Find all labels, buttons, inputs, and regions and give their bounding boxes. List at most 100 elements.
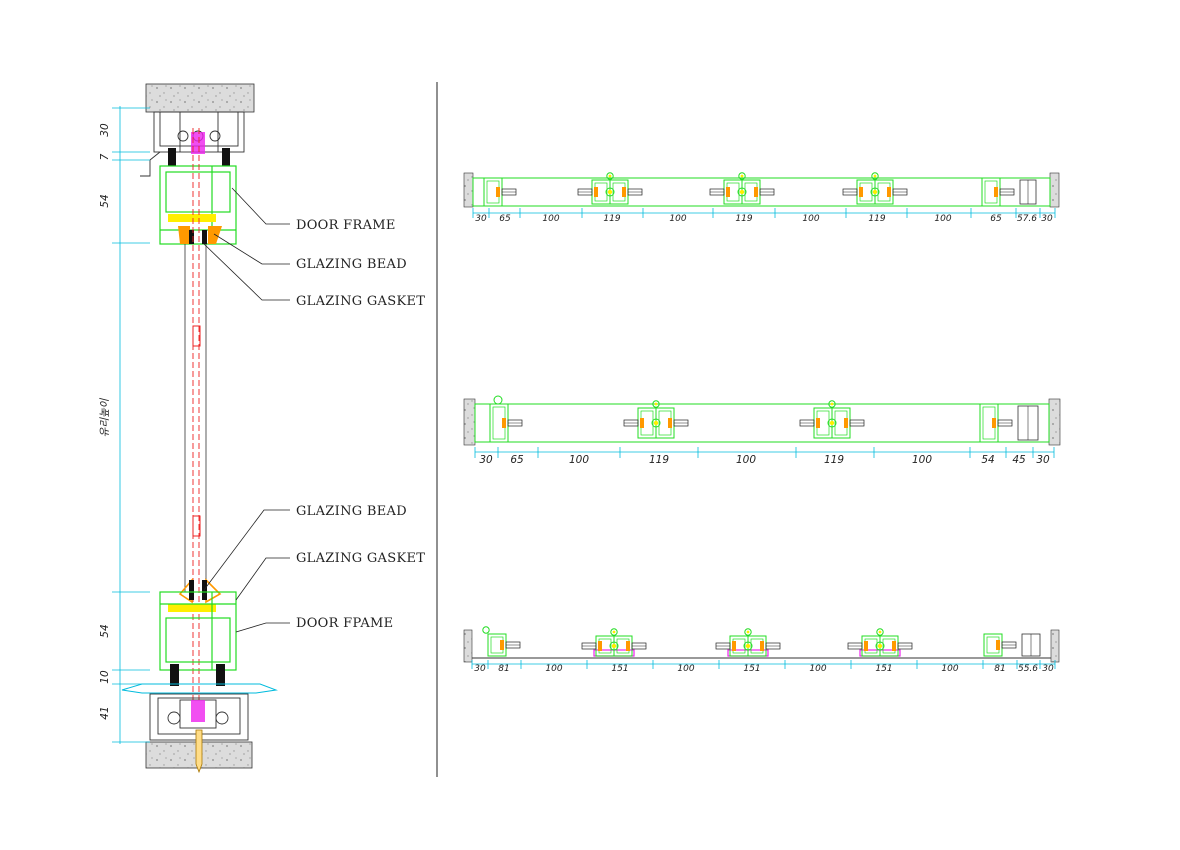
plan-3-ticks <box>471 660 1056 669</box>
plan-3-wall-left <box>463 629 473 663</box>
plan-3-dim-6: 151 <box>743 664 760 674</box>
top-glass-gasket <box>189 230 194 244</box>
plan-3-stile-2-pin <box>744 628 752 636</box>
dim-v-7: 41 <box>99 706 111 719</box>
callout-glazing-bead-bottom: GLAZING BEAD <box>296 504 407 519</box>
bottom-gasket-right <box>216 664 225 686</box>
dim-v-3: 54 <box>99 194 111 207</box>
plan-1-dims: 30 65 100 119 100 119 100 119 100 65 57.… <box>475 214 1053 224</box>
plan-2-stile-1-roller <box>651 418 661 428</box>
plan-3-stile-1-right-bead <box>626 641 630 651</box>
plan-1-stile-1-pin-core <box>608 174 612 178</box>
plan-3-dims: 30 81 100 151 100 151 100 151 100 81 55.… <box>474 664 1054 674</box>
plan-3-stile-1-left-bead <box>598 641 602 651</box>
plan-3-wall-right <box>1050 629 1060 663</box>
plan-2-dim-6: 119 <box>824 454 844 466</box>
bottom-gasket-left <box>170 664 179 686</box>
plan-3-stile-3-pin-core <box>878 630 882 634</box>
plan-2-frames <box>489 395 1039 443</box>
setting-block-bottom <box>192 515 201 537</box>
plan-3-dim-3: 100 <box>545 664 562 674</box>
plan-2-stile-1-right-bead <box>668 418 672 428</box>
plan-1-stile-2-pin-core <box>740 174 744 178</box>
plan-1-dim-5: 100 <box>669 214 686 224</box>
plan-3-stile-3-roller <box>875 641 885 651</box>
plan-1-stile-3-roller <box>870 187 880 197</box>
plan-1-ticks <box>472 208 1056 218</box>
plan-2-stile-1-pin <box>652 400 660 408</box>
centerline <box>192 128 200 700</box>
dim-v-5: 54 <box>99 624 111 637</box>
plan-1-wall-left <box>463 172 474 208</box>
plan-1-stile-3-right-bead <box>887 187 891 197</box>
plan-1-dim-1: 30 <box>475 214 487 224</box>
plan-2-dim-4: 119 <box>649 454 669 466</box>
top-wall <box>145 83 255 113</box>
plan-2-stile-1-left-bead <box>640 418 644 428</box>
top-bead-yellow <box>168 214 216 222</box>
plan-2-wall-left <box>463 398 476 446</box>
plan-2-dim-5: 100 <box>736 454 756 466</box>
plan-3-stile-3-left-bead <box>864 641 868 651</box>
anchor-screw <box>195 729 203 774</box>
plan-3-stile-2-pin-core <box>746 630 750 634</box>
plan-3-dim-7: 100 <box>809 664 826 674</box>
plan-1-stile-3-roller-core <box>872 189 878 195</box>
plan-1-stile-1-pin <box>606 172 614 180</box>
plan-1-dim-7: 100 <box>802 214 819 224</box>
dim-v-2: 7 <box>99 153 111 160</box>
plan-2-dim-8: 54 <box>981 454 994 466</box>
plan-3-dim-10: 81 <box>994 664 1005 674</box>
plan-2-jamb-left-bead <box>502 418 506 428</box>
plan-2-stile-2-left-bead <box>816 418 820 428</box>
plan-2-dim-1: 30 <box>479 454 493 466</box>
plan-1-frames <box>483 172 1037 207</box>
plan-2-stile-1-roller-core <box>653 420 659 426</box>
top-glass-gasket-2 <box>202 230 207 244</box>
callout-door-frame-bottom: DOOR FPAME <box>296 616 393 631</box>
setting-block-top <box>192 325 201 347</box>
plan-3-stile-2-left-bead <box>732 641 736 651</box>
vertical-section: 30 7 54 유리높이 54 10 41 DOOR FRAME GLAZING… <box>99 83 425 774</box>
plan-1-stile-2-roller <box>737 187 747 197</box>
dim-v-glass-height: 유리높이 <box>99 397 111 437</box>
dim-v-1: 30 <box>99 123 111 137</box>
glass-pane <box>184 244 207 592</box>
plan-3: 30 81 100 151 100 151 100 151 100 81 55.… <box>463 626 1060 674</box>
plan-1: 30 65 100 119 100 119 100 119 100 65 57.… <box>463 172 1060 224</box>
plan-1-dim-10: 65 <box>990 214 1002 224</box>
plan-2-stile-2-pin <box>828 400 836 408</box>
bottom-bead-orange <box>178 577 222 604</box>
plan-2: 30 65 100 119 100 119 100 54 45 30 <box>463 395 1061 466</box>
callout-glazing-gasket-top: GLAZING GASKET <box>296 294 425 309</box>
plan-1-jamb-left-bead <box>496 187 500 197</box>
plan-3-stile-3-right-bead <box>892 641 896 651</box>
bottom-door-frame <box>159 591 237 671</box>
plan-3-dim-2: 81 <box>498 664 509 674</box>
plan-1-dim-11: 57.6 <box>1017 214 1037 224</box>
plan-3-dim-9: 100 <box>941 664 958 674</box>
plan-2-stile-1-pin-core <box>654 402 658 406</box>
plan-1-stile-2-right-bead <box>754 187 758 197</box>
vertical-dimension-line <box>112 106 150 744</box>
plan-2-stile-2-pin-core <box>830 402 834 406</box>
plan-3-stile-2-right-bead <box>760 641 764 651</box>
plan-2-dim-2: 65 <box>510 454 524 466</box>
plan-1-outline <box>472 177 1051 207</box>
callout-glazing-bead-top: GLAZING BEAD <box>296 257 407 272</box>
plan-1-dim-4: 119 <box>603 214 620 224</box>
plan-3-stile-1-roller-core <box>611 643 617 649</box>
plan-2-dim-3: 100 <box>569 454 589 466</box>
plan-2-ticks <box>474 447 1055 458</box>
plan-1-dim-6: 119 <box>735 214 752 224</box>
plan-3-stile-1-pin <box>610 628 618 636</box>
plan-1-stile-2-roller-core <box>739 189 745 195</box>
plan-1-dim-9: 100 <box>934 214 951 224</box>
plan-2-stile-2-right-bead <box>844 418 848 428</box>
dim-v-6: 10 <box>99 670 111 684</box>
top-gasket-left <box>168 148 176 166</box>
plan-1-stile-2-left-bead <box>726 187 730 197</box>
plan-3-jamb-left-bead <box>500 640 504 650</box>
plan-1-jamb-right-bead <box>994 187 998 197</box>
